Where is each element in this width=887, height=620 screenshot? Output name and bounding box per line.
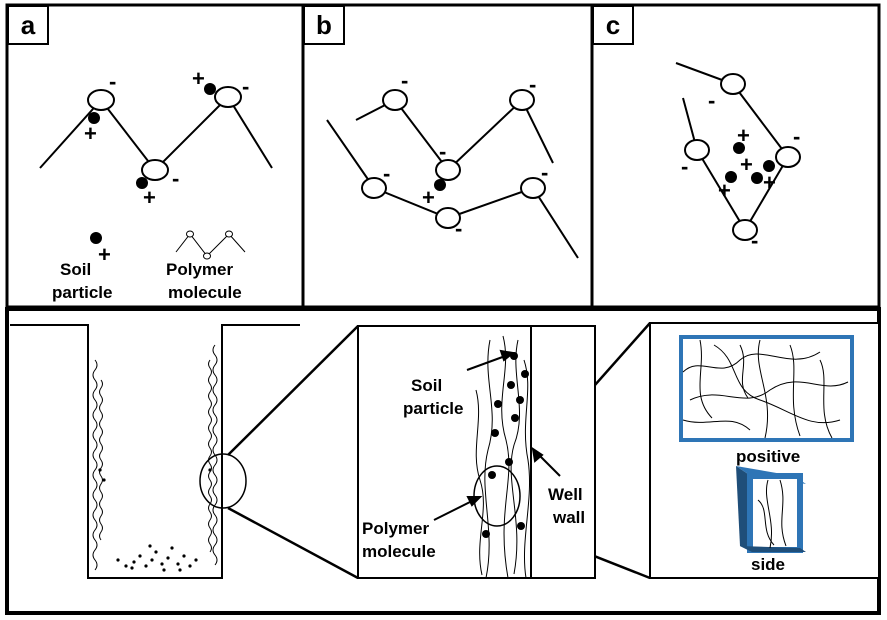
svg-text:+: + [143, 185, 156, 210]
svg-text:-: - [793, 124, 800, 149]
panel-c-polymer-chain [675, 62, 801, 241]
svg-text:+: + [737, 123, 750, 148]
legend-soil-label-1: Soil [60, 260, 91, 279]
zoom-polymer-strands [475, 335, 531, 579]
svg-text:+: + [84, 121, 97, 146]
svg-text:-: - [172, 166, 179, 191]
side-view-label: side [751, 555, 785, 574]
zoom-soil-label-1: Soil [411, 376, 442, 395]
panel-a-label: a [7, 5, 49, 45]
panel-c-label: c [592, 5, 634, 45]
positive-view-strands [682, 339, 849, 439]
svg-text:-: - [529, 72, 536, 97]
svg-text:b: b [316, 10, 332, 40]
svg-text:-: - [681, 154, 688, 179]
panel-a-charges: - + - + + - [84, 66, 249, 210]
side-view-strands [757, 479, 787, 549]
svg-text:+: + [740, 152, 753, 177]
panel-b-particle [434, 179, 446, 191]
svg-text:-: - [455, 216, 462, 241]
svg-text:+: + [422, 185, 435, 210]
svg-text:-: - [242, 74, 249, 99]
svg-text:-: - [109, 69, 116, 94]
panel-a-particles [88, 83, 216, 189]
zoom-arrows [433, 349, 561, 521]
panel-c-charges: - + + + + - - - [681, 88, 800, 253]
panel-b-label: b [303, 5, 345, 45]
svg-text:-: - [383, 161, 390, 186]
svg-text:a: a [21, 10, 36, 40]
side-view-box [736, 466, 806, 553]
svg-text:-: - [751, 228, 758, 253]
panel-b-lower-chain [326, 119, 579, 259]
legend-polymer-label-1: Polymer [166, 260, 233, 279]
legend-soil-particle-marker [90, 232, 102, 244]
panel-c-frame [590, 3, 881, 309]
svg-text:-: - [541, 160, 548, 185]
zoom-polymer-label-2: molecule [362, 542, 436, 561]
panel-a-polymer-chain [39, 86, 273, 181]
well-zoom-circle [199, 453, 247, 509]
svg-text:+: + [192, 66, 205, 91]
well-wall-label-1: Well [548, 485, 583, 504]
svg-text:+: + [763, 170, 776, 195]
positive-view-label: positive [736, 447, 800, 466]
svg-text:+: + [718, 178, 731, 203]
panel-c-particles [725, 142, 775, 184]
well-left-wall-polymers [92, 359, 103, 571]
svg-text:-: - [401, 68, 408, 93]
legend-polymer-label-2: molecule [168, 283, 242, 302]
well-cross-section [10, 324, 300, 579]
zoom-soil-label-2: particle [403, 399, 463, 418]
well-wall-label-2: wall [552, 508, 585, 527]
well-bottom-sediment [98, 468, 212, 572]
zoom-soil-particles [482, 352, 529, 538]
panel-b-upper-chain [355, 89, 554, 181]
zoom-polymer-label-1: Polymer [362, 519, 429, 538]
zoom-labels: Soil particle Well wall Polymer molecule [362, 376, 585, 561]
panel-b-charges: - - - + - - - [383, 68, 548, 241]
svg-text:-: - [708, 88, 715, 113]
svg-text:-: - [439, 139, 446, 164]
svg-text:+: + [98, 242, 111, 267]
legend-polymer-marker [175, 230, 246, 260]
legend-soil-label-2: particle [52, 283, 112, 302]
svg-text:c: c [606, 10, 620, 40]
panel-a-legend: + Soil particle Polymer molecule [52, 230, 246, 302]
